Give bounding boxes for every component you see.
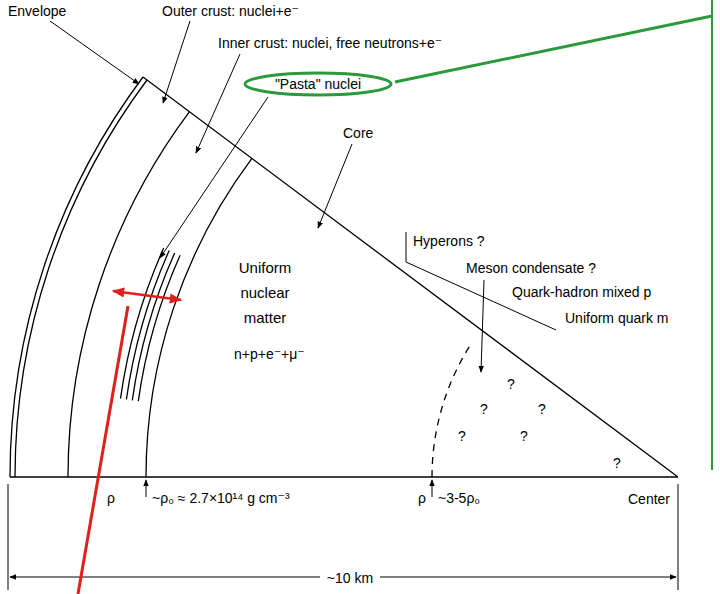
region-label: Inner crust: nuclei, free neutrons+e⁻ [218,35,442,51]
leader-arrow [318,144,352,228]
highlight-ellipse: "Pasta" nuclei [243,71,393,97]
annotations [78,0,712,594]
phase-label: Hyperons ? [413,233,485,249]
region-label: Core [343,125,373,141]
pasta-arc [121,248,164,399]
ellipse-outline [245,73,391,95]
wedge-base [10,476,678,477]
callout-text: "Pasta" nuclei [275,76,361,92]
phase-label: Uniform quark m [565,310,668,326]
leader-arrow [50,21,139,84]
envelope-arc [10,77,143,477]
phase-label: Quark-hadron mixed p [512,284,651,300]
dimension-label: ~10 km [327,570,373,586]
leader-arrow [163,21,190,103]
density-symbol: ρ [418,490,426,506]
pasta-arc [126,251,169,400]
unknown-mark: ? [480,401,488,417]
unknown-mark: ? [520,428,528,444]
composition-label: n+p+e⁻+μ⁻ [234,346,305,362]
phase-label: Meson condensate ? [466,260,596,276]
density-value: ~ρ₀ ≈ 2.7×10¹⁴ g cm⁻³ [152,490,290,506]
bracket-line [406,232,556,330]
wedge-edge [143,77,678,477]
unknown-mark: ? [458,428,466,444]
region-label: Outer crust: nuclei+e⁻ [162,3,299,19]
density-value: ~3-5ρ₀ [438,490,480,506]
density-arrow [146,480,147,497]
red-range-arrow [113,291,181,300]
unknown-mark: ? [507,376,515,392]
unknown-mark: ? [613,455,621,471]
leader-lines [8,21,678,590]
dimension-tick [8,484,9,590]
pasta-arc [138,255,180,401]
density-arrow [432,480,433,497]
panel-border [711,0,713,470]
dimension-tick [678,484,679,590]
dimension-line [380,577,676,578]
density-symbol: ρ [107,490,115,506]
center-label: Center [628,491,670,507]
region-label: Envelope [8,3,66,19]
region-label: Uniform nuclear matter [230,255,300,330]
leader-arrow [481,280,484,372]
inner-core-dashed-arc [432,343,472,477]
red-pointer-line [78,306,128,594]
envelope-arc [15,80,147,477]
crust-boundary-arc [68,112,190,477]
pasta-arc [132,253,174,400]
leader-arrow [196,54,240,153]
callout-line [395,16,712,82]
unknown-mark: ? [538,401,546,417]
leader-arrow [160,97,268,258]
core-boundary-arc [146,158,252,477]
dimension-line [10,577,320,578]
